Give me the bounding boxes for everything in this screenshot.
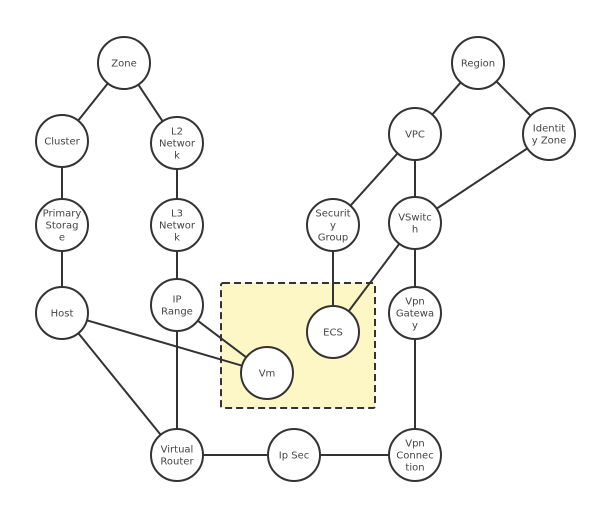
node-circle (97, 36, 151, 90)
node-label: Router (160, 457, 194, 468)
node-ip-sec: Ip Sec (267, 428, 321, 482)
node-circle (150, 428, 204, 482)
node-circle (388, 107, 442, 161)
node-label: Vpn (405, 297, 425, 308)
node-label: Region (461, 59, 495, 70)
edge-region-identity-zone (495, 80, 532, 117)
edge-ip-range-vm (197, 319, 247, 359)
node-label: Virtual (161, 445, 194, 456)
node-label: Primary (43, 209, 82, 220)
node-label: IP (173, 295, 182, 306)
node-label: L3 (171, 209, 183, 220)
edge-host-virtual-router (77, 332, 162, 436)
node-vpc: VPC (388, 107, 442, 161)
node-circle (150, 116, 204, 170)
node-label: Cluster (44, 137, 80, 148)
node-label: y Zone (532, 136, 567, 147)
node-label: Securit (315, 209, 350, 220)
node-circle (306, 305, 360, 359)
node-label: Range (161, 307, 193, 318)
node-label: VSwitc (398, 213, 432, 224)
node-cluster: Cluster (35, 114, 89, 168)
node-label: L2 (171, 127, 183, 138)
node-label: y (330, 221, 336, 232)
node-circle (267, 428, 321, 482)
node-label: e (59, 233, 65, 244)
node-zone: Zone (97, 36, 151, 90)
node-circle (388, 428, 442, 482)
node-label: tion (405, 463, 424, 474)
node-label: Storag (46, 221, 79, 232)
node-ecs: ECS (306, 305, 360, 359)
edge-zone-l2-network (137, 84, 164, 122)
node-label: Networ (159, 221, 196, 232)
node-label: Gatewa (396, 309, 434, 320)
node-label: Ip Sec (279, 451, 309, 462)
node-host: Host (35, 286, 89, 340)
node-circle (35, 198, 89, 252)
node-circle (150, 198, 204, 252)
node-label: Vpn (405, 439, 425, 450)
edge-vpc-security-group (349, 152, 399, 207)
node-circle (522, 107, 576, 161)
node-circle (388, 286, 442, 340)
node-label: k (174, 233, 180, 244)
node-circle (451, 36, 505, 90)
edge-region-vpc (431, 81, 462, 116)
node-label: y (412, 321, 418, 332)
node-label: VPC (405, 130, 425, 141)
node-label: h (412, 225, 418, 236)
edge-host-vm (86, 319, 243, 367)
node-label: Connec (396, 451, 433, 462)
edge-identity-zone-vswitch (436, 147, 528, 210)
edge-zone-cluster (77, 82, 109, 122)
node-label: Group (318, 233, 348, 244)
node-circle (240, 346, 294, 400)
edge-vswitch-ecs (347, 243, 401, 312)
node-label: k (174, 151, 180, 162)
node-circle (35, 114, 89, 168)
node-label: Networ (159, 139, 196, 150)
node-circle (150, 278, 204, 332)
node-label: Zone (111, 59, 136, 70)
node-vm: Vm (240, 346, 294, 400)
node-label: Vm (259, 369, 276, 380)
node-label: Host (51, 309, 74, 320)
node-region: Region (451, 36, 505, 90)
node-circle (388, 196, 442, 250)
node-circle (35, 286, 89, 340)
node-label: ECS (323, 328, 343, 339)
node-circle (306, 198, 360, 252)
node-label: Identit (533, 124, 565, 135)
